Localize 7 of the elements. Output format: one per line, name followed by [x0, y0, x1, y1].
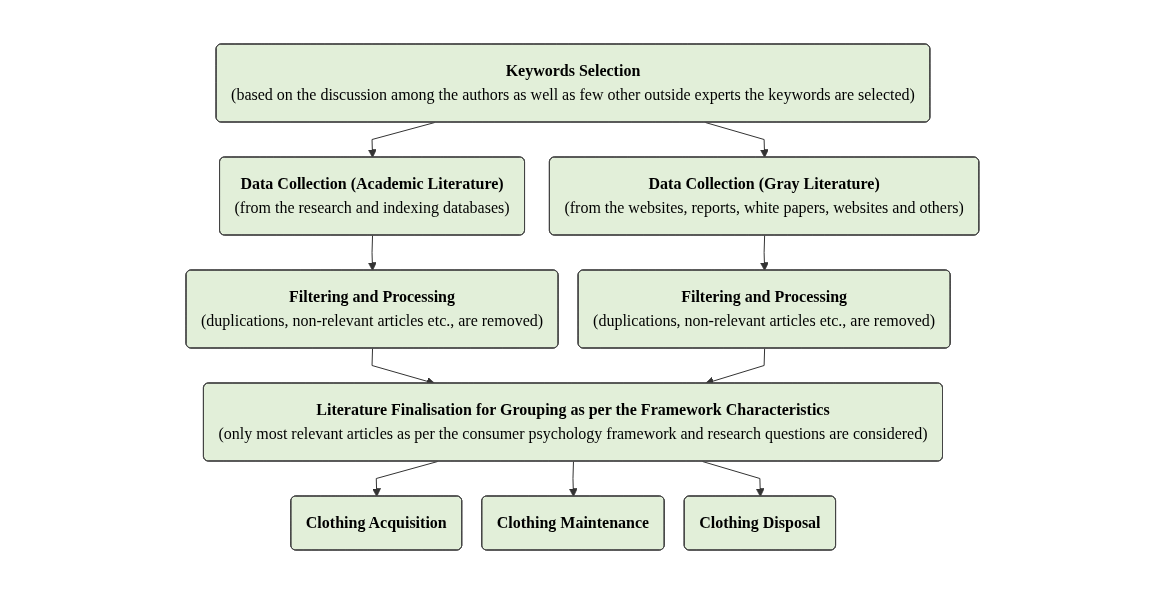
arrow	[701, 460, 765, 497]
arrow	[367, 234, 377, 271]
arrow	[367, 121, 435, 158]
arrow	[568, 460, 578, 497]
arrow	[759, 234, 769, 271]
arrow	[371, 460, 438, 497]
arrow	[704, 121, 769, 158]
